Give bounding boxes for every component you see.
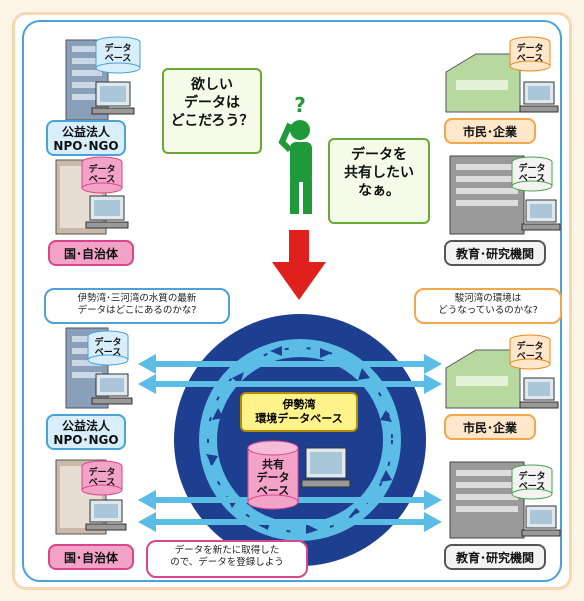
down-arrow-icon	[272, 230, 326, 300]
computer-icon	[85, 195, 129, 229]
speech-bubble-left: 欲しい データは どこだろう？	[162, 68, 262, 154]
shared-database-icon	[247, 440, 299, 510]
building-icon	[65, 39, 109, 121]
database-label: データ ベース	[88, 468, 116, 488]
building-icon	[445, 53, 521, 113]
database-label: データ ベース	[94, 338, 122, 358]
computer-icon	[301, 447, 351, 488]
computer-icon	[91, 373, 133, 405]
org-label-npo: 公益法人 NPO･NGO	[46, 414, 126, 450]
database-icon	[81, 156, 123, 194]
computer-icon	[519, 81, 559, 113]
org-label-education: 教育･研究機関	[444, 240, 546, 266]
database-icon	[511, 156, 553, 192]
person-icon	[278, 120, 312, 214]
computer-icon	[521, 505, 561, 537]
data-exchange-circle	[174, 314, 426, 566]
database-label: データ ベース	[516, 44, 544, 64]
database-icon	[87, 330, 129, 366]
database-icon	[511, 464, 553, 500]
computer-icon	[521, 199, 561, 231]
computer-icon	[91, 81, 135, 115]
computer-icon	[85, 499, 127, 531]
database-icon	[509, 334, 551, 370]
speech-bubble-right: データを 共有したい なぁ。	[328, 138, 430, 224]
org-label-npo: 公益法人 NPO･NGO	[46, 120, 126, 156]
database-label: データ ベース	[518, 164, 546, 184]
database-label: データ ベース	[516, 342, 544, 362]
caption-water-quality: 伊勢湾･三河湾の水質の最新 データはどこにあるのかな?	[44, 288, 230, 324]
org-label-citizens: 市民･企業	[444, 118, 536, 144]
database-icon	[81, 460, 123, 496]
org-label-citizens: 市民･企業	[444, 414, 536, 440]
database-icon	[95, 36, 141, 74]
computer-icon	[519, 377, 559, 409]
shared-database-label: 共有 データ ベース	[256, 458, 290, 497]
center-database-title: 伊勢湾 環境データベース	[240, 392, 358, 432]
org-label-government: 国･自治体	[48, 240, 134, 266]
org-label-government: 国･自治体	[48, 544, 134, 570]
caption-suruga-bay: 駿河湾の環境は どうなっているのかな?	[414, 288, 562, 324]
database-label: データ ベース	[88, 165, 116, 185]
database-icon	[509, 36, 551, 72]
caption-register-data: データを新たに取得した ので、データを登録しよう	[146, 540, 308, 578]
question-mark: ?	[294, 93, 306, 117]
database-label: データ ベース	[518, 472, 546, 492]
database-label: データ ベース	[104, 44, 132, 64]
building-icon	[445, 349, 521, 409]
org-label-education: 教育･研究機関	[444, 544, 546, 570]
